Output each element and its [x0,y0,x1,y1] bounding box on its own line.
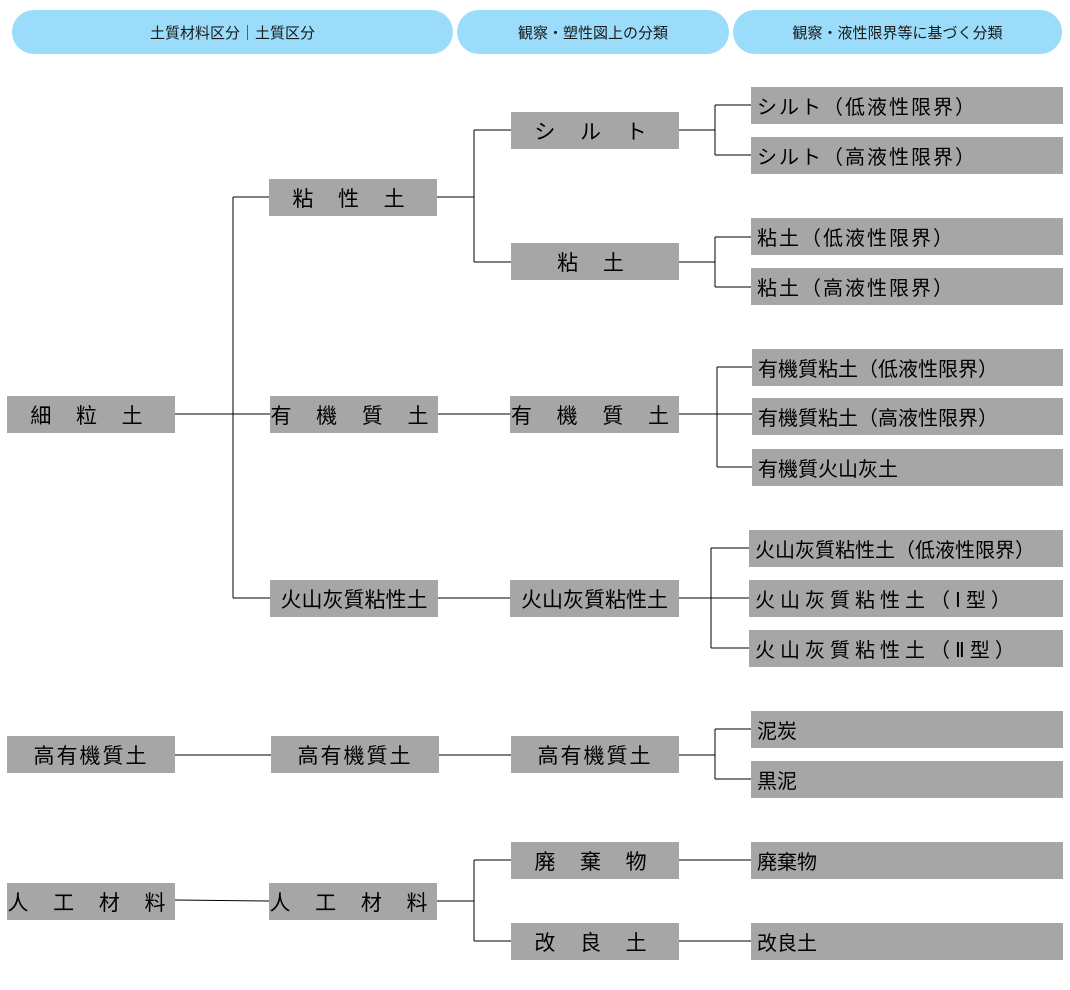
header-plasticity-class: 観察・塑性図上の分類 [457,10,729,54]
node-artificial-material: 人 工 材 料 [7,883,175,920]
node-improved-soil: 改 良 土 [511,923,679,960]
leaf-organic-clay-high-ll: 有機質粘土（高液性限界） [752,398,1063,435]
leaf-peat: 泥炭 [751,711,1063,748]
node-fine-soil: 細 粒 土 [7,396,175,433]
leaf-clay-high-ll: 粘土（高液性限界） [751,268,1063,305]
leaf-volcanic-low-ll: 火山灰質粘性土（低液性限界） [749,530,1063,567]
header-soil-material-class: 土質材料区分｜土質区分 [12,10,453,54]
node-silt: シ ル ト [511,112,679,149]
node-waste: 廃 棄 物 [511,842,679,879]
node-organic-soil: 有 機 質 土 [270,396,438,433]
leaf-muck: 黒泥 [751,761,1063,798]
node-artificial-material-2: 人 工 材 料 [269,883,437,920]
leaf-organic-volcanic-soil: 有機質火山灰土 [752,449,1063,486]
header-liquid-limit-class: 観察・液性限界等に基づく分類 [733,10,1062,54]
node-clay: 粘 土 [511,243,679,280]
node-volcanic-cohesive-soil: 火山灰質粘性土 [270,580,438,617]
leaf-silt-high-ll: シルト（高液性限界） [751,137,1063,174]
leaf-waste: 廃棄物 [751,842,1063,879]
leaf-clay-low-ll: 粘土（低液性限界） [751,218,1063,255]
node-organic-soil-3: 有 機 質 土 [510,396,679,433]
node-volcanic-cohesive-soil-3: 火山灰質粘性土 [510,580,679,617]
leaf-improved-soil: 改良土 [751,923,1063,960]
leaf-volcanic-type-2: 火山灰質粘性土（Ⅱ型） [749,630,1063,667]
node-high-organic-soil: 高有機質土 [7,736,175,773]
leaf-silt-low-ll: シルト（低液性限界） [751,87,1063,124]
leaf-volcanic-type-1: 火山灰質粘性土（Ⅰ型） [749,580,1063,617]
node-high-organic-soil-2: 高有機質土 [271,736,439,773]
leaf-organic-clay-low-ll: 有機質粘土（低液性限界） [752,349,1063,386]
node-high-organic-soil-3: 高有機質土 [511,736,679,773]
node-cohesive-soil: 粘 性 土 [269,179,437,216]
